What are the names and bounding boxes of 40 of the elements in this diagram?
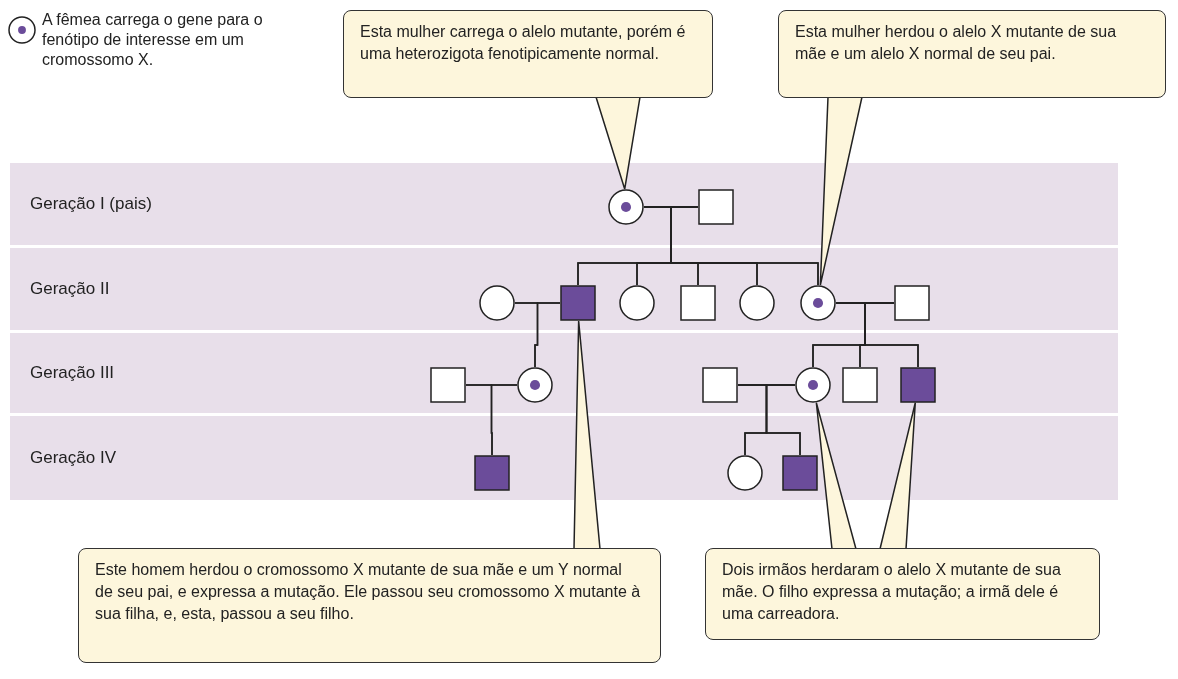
- generation-band: [10, 416, 1118, 500]
- mating-line: [835, 302, 895, 304]
- generation-band: [10, 333, 1118, 413]
- leader-pointer: [573, 320, 601, 550]
- affected-male-symbol: [474, 455, 510, 491]
- callout-box: Dois irmãos herdaram o alelo X mutante de sua mãe. O filho expressa a mutação; a irmã dele é uma carreadora.: [705, 548, 1100, 640]
- male-symbol: [680, 285, 716, 321]
- male-symbol: [842, 367, 878, 403]
- legend-text: A fêmea carrega o gene para o fenótipo de interesse em um cromossomo X.: [42, 10, 264, 70]
- leader-pointer: [815, 401, 857, 550]
- affected-male-symbol: [560, 285, 596, 321]
- carrier-female-symbol: [517, 367, 553, 403]
- generation-label: Geração IV: [30, 448, 116, 468]
- affected-male-symbol: [900, 367, 936, 403]
- mating-line: [514, 302, 561, 304]
- leader-pointer: [819, 96, 863, 286]
- female-symbol: [727, 455, 763, 491]
- mating-line: [465, 384, 518, 386]
- generation-band: [10, 248, 1118, 330]
- male-symbol: [698, 189, 734, 225]
- generation-label: Geração III: [30, 363, 115, 383]
- male-symbol: [430, 367, 466, 403]
- generation-label: Geração II: [30, 279, 110, 299]
- descent-line: [765, 384, 801, 456]
- leader-pointer: [595, 96, 641, 190]
- male-symbol: [894, 285, 930, 321]
- generation-band: [10, 163, 1118, 245]
- female-symbol: [479, 285, 515, 321]
- generation-label: Geração I (pais): [30, 194, 152, 214]
- male-symbol: [702, 367, 738, 403]
- carrier-female-symbol: [795, 367, 831, 403]
- carrier-female-symbol: [800, 285, 836, 321]
- callout-box: Este homem herdou o cromossomo X mutante de sua mãe e um Y normal de seu pai, e expressa a mutação. Ele passou seu cromossomo X mutante à sua filha, e, esta, passou a seu filho.: [78, 548, 661, 663]
- carrier-female-symbol: [608, 189, 644, 225]
- female-symbol: [619, 285, 655, 321]
- mating-line: [737, 384, 796, 386]
- female-symbol: [739, 285, 775, 321]
- leader-pointer: [879, 402, 917, 550]
- affected-male-symbol: [782, 455, 818, 491]
- mating-line: [643, 206, 699, 208]
